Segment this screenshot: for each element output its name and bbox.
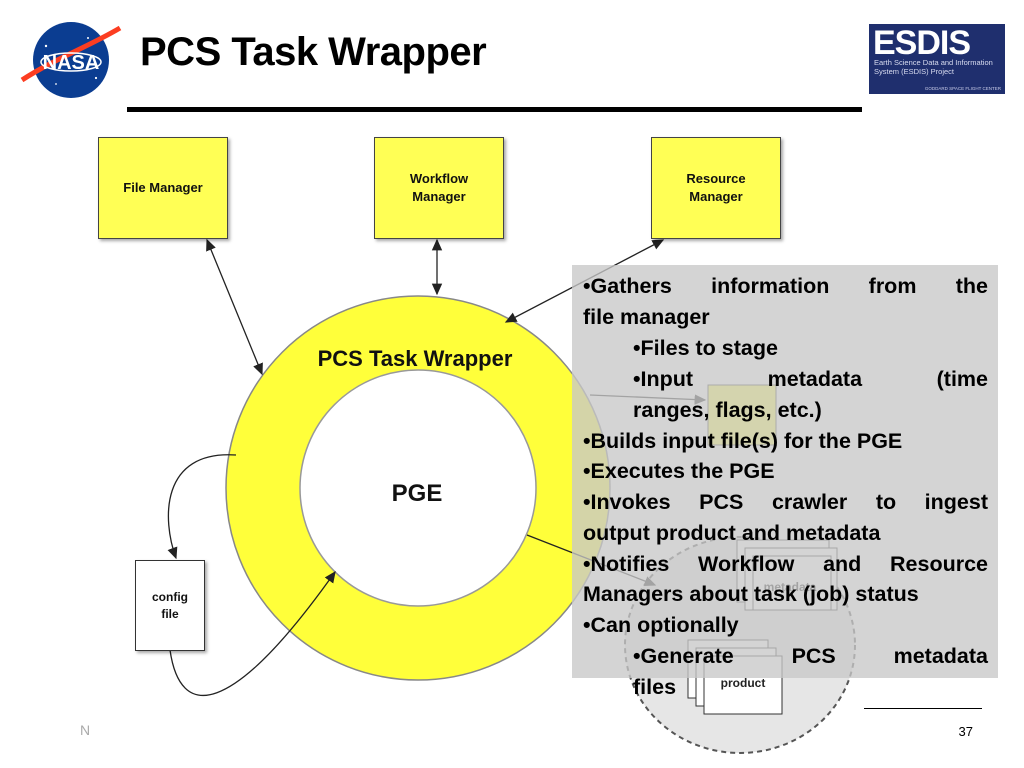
- product-label: product: [721, 676, 766, 690]
- file-manager-arrow: [206, 238, 263, 376]
- esdis-logo-title: ESDIS: [873, 24, 971, 62]
- subbullet-files-to-stage: •Files to stage: [633, 336, 778, 360]
- slide-number: 37: [958, 724, 973, 739]
- footer-text-fragment: N: [80, 722, 91, 738]
- config-file-label-2: file: [161, 606, 179, 621]
- file-manager-box: File Manager: [98, 137, 228, 239]
- esdis-logo-footer: GODDARD SPACE FLIGHT CENTER: [924, 86, 1001, 91]
- bullet-builds-input: •Builds input file(s) for the PGE: [583, 429, 903, 453]
- workflow-manager-box: Workflow Manager: [374, 137, 504, 239]
- subbullet-generate-metadata-line-2: files: [633, 675, 677, 699]
- subbullet-input-metadata-line-1: •Input metadata (time: [633, 367, 988, 391]
- bullet-1-line-1: •Gathers information from the: [583, 274, 988, 298]
- pge-inner-circle: [299, 369, 537, 607]
- config-file-label-1: config: [152, 589, 188, 604]
- bullet-1-line-2: file manager: [583, 305, 710, 329]
- bullet-can-optionally: •Can optionally: [583, 613, 739, 637]
- resource-manager-label-1: Resource: [686, 171, 746, 186]
- workflow-manager-label-1: Workflow: [409, 171, 469, 186]
- pge-label: PGE: [392, 480, 443, 507]
- config-out-arrow: [169, 570, 336, 696]
- page-title: PCS Task Wrapper: [140, 30, 487, 74]
- resource-manager-box: Resource Manager: [651, 137, 781, 239]
- nasa-logo-text: NASA: [43, 52, 100, 74]
- bullet-notifies-line-1: •Notifies Workflow and Resource: [583, 552, 988, 576]
- nasa-logo: NASA: [16, 18, 126, 107]
- bullet-invokes-crawler-line-1: •Invokes PCS crawler to ingest: [583, 490, 988, 514]
- bullet-panel: [572, 265, 998, 678]
- ring-label: PCS Task Wrapper: [318, 346, 513, 371]
- bullet-notifies-line-2: Managers about task (job) status: [583, 582, 919, 606]
- esdis-logo-subtitle: Earth Science Data and Information Syste…: [874, 58, 993, 76]
- config-in-arrow: [167, 454, 237, 560]
- esdis-logo: ESDIS Earth Science Data and Information…: [869, 24, 1005, 94]
- subbullet-generate-metadata-line-1: •Generate PCS metadata: [633, 644, 988, 668]
- footer-rule: [864, 708, 982, 709]
- subbullet-input-metadata-line-2: ranges, flags, etc.): [633, 398, 822, 422]
- bullet-executes-pge: •Executes the PGE: [583, 459, 775, 483]
- resource-manager-label-2: Manager: [689, 189, 743, 204]
- title-underline: [127, 107, 862, 112]
- file-manager-label: File Manager: [123, 180, 203, 195]
- bullet-invokes-crawler-line-2: output product and metadata: [583, 521, 881, 545]
- workflow-manager-label-2: Manager: [412, 189, 466, 204]
- config-file-box: config file: [135, 560, 205, 651]
